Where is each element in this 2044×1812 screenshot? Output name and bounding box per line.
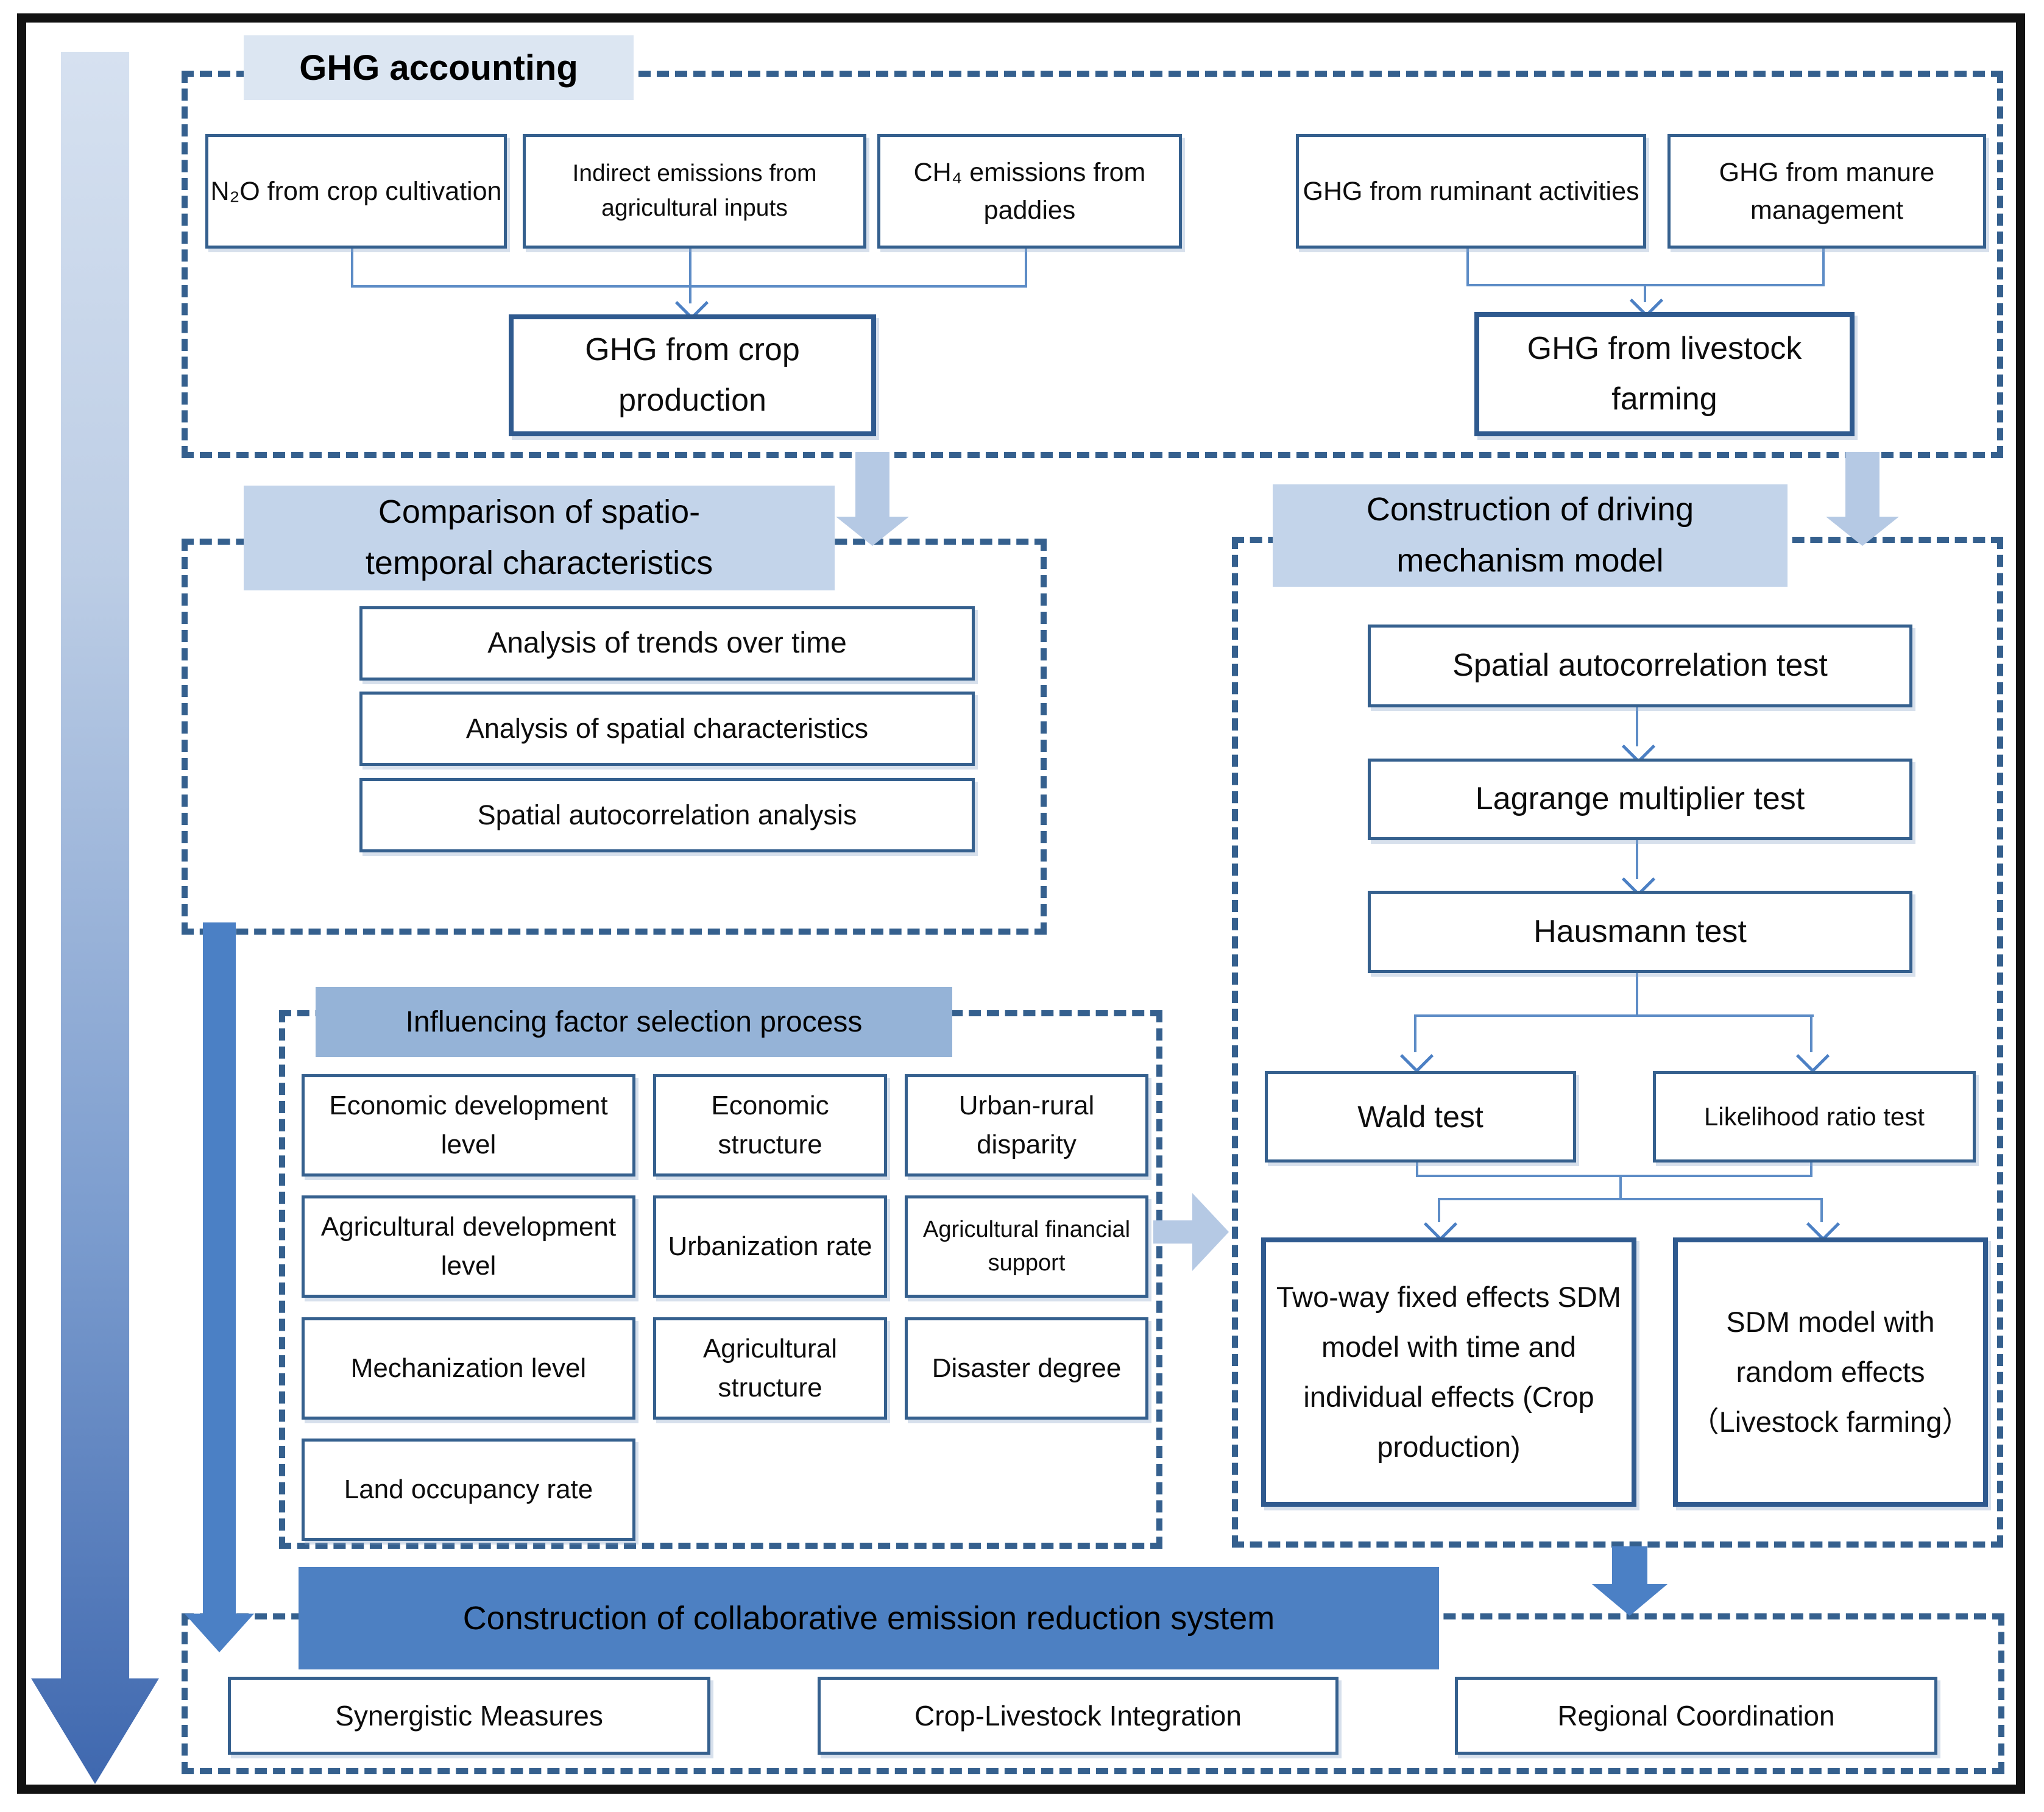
connector-line [1822,242,1825,286]
connector-line [1438,1198,1440,1222]
connector-line [351,242,353,288]
ghg-accounting-title: GHG accounting [244,35,634,100]
box-ghg-manure: GHG from manure management [1667,134,1986,249]
mechanization-level-label: Mechanization level [350,1353,587,1384]
box-wald-test: Wald test [1265,1071,1576,1163]
trend-analysis-label: Analysis of trends over time [487,627,847,660]
collaborative-title: Construction of collaborative emission r… [299,1567,1439,1669]
box-lagrange-multiplier-test: Lagrange multiplier test [1368,759,1912,840]
connector-line [1416,1156,1418,1177]
sdm-fixed-effects-label: Two-way fixed effects SDM model with tim… [1276,1280,1621,1463]
box-ghg-crop-production: GHG from crop production [509,314,876,436]
box-agricultural-structure: Agricultural structure [653,1317,887,1420]
ghg-accounting-title-label: GHG accounting [299,48,578,88]
ghg-crop-production-label: GHG from crop production [585,331,800,418]
agricultural-financial-support-label: Agricultural financial support [922,1216,1131,1276]
comparison-title-line2: temporal characteristics [365,545,713,581]
box-indirect-emissions: Indirect emissions from agricultural inp… [523,134,866,249]
n2o-label: N₂O from crop cultivation [210,176,502,206]
synergistic-measures-label: Synergistic Measures [335,1699,603,1732]
connector-line [689,242,691,303]
box-mechanization-level: Mechanization level [302,1317,635,1420]
connector-line [1810,1014,1812,1052]
connector-line [1644,284,1646,302]
box-crop-livestock-integration: Crop-Livestock Integration [818,1677,1339,1755]
box-n2o-crop-cultivation: N₂O from crop cultivation [205,134,507,249]
box-urbanization-rate: Urbanization rate [653,1195,887,1298]
connector-line [1416,1175,1812,1177]
urban-rural-disparity-label: Urban-rural disparity [958,1091,1095,1159]
box-sdm-random-effects: SDM model with random effects （Livestock… [1673,1237,1988,1507]
wald-test-label: Wald test [1357,1099,1483,1134]
box-economic-development: Economic development level [302,1074,635,1177]
driving-title-line2: mechanism model [1396,542,1664,579]
box-urban-rural-disparity: Urban-rural disparity [905,1074,1148,1177]
sdm-random-effects-label: SDM model with random effects （Livestock… [1690,1305,1971,1439]
influencing-factor-title: Influencing factor selection process [316,987,952,1057]
regional-coordination-label: Regional Coordination [1557,1699,1835,1732]
ruminant-label: GHG from ruminant activities [1303,176,1639,206]
urbanization-rate-label: Urbanization rate [668,1231,872,1262]
economic-development-label: Economic development level [329,1091,608,1159]
box-agricultural-financial-support: Agricultural financial support [905,1195,1148,1298]
agricultural-development-label: Agricultural development level [320,1212,617,1281]
likelihood-ratio-test-label: Likelihood ratio test [1704,1102,1925,1131]
connector-line [1414,1014,1416,1052]
box-ghg-ruminant: GHG from ruminant activities [1296,134,1646,249]
spatial-characteristics-label: Analysis of spatial characteristics [465,713,869,745]
box-likelihood-ratio-test: Likelihood ratio test [1653,1071,1976,1163]
box-regional-coordination: Regional Coordination [1455,1677,1937,1755]
spatial-autocorrelation-test-label: Spatial autocorrelation test [1452,648,1828,684]
box-spatial-autocorrelation-analysis: Spatial autocorrelation analysis [359,778,975,852]
comparison-title-line1: Comparison of spatio- [378,494,701,531]
hausmann-test-label: Hausmann test [1533,913,1747,949]
manure-label: GHG from manure management [1719,157,1935,225]
comparison-title: Comparison of spatio- temporal character… [244,486,835,590]
connector-line [1820,1198,1823,1222]
driving-title-line1: Construction of driving [1366,491,1694,528]
indirect-emissions-label: Indirect emissions from agricultural inp… [572,160,817,221]
ch4-label: CH₄ emissions from paddies [913,157,1146,225]
connector-line [1636,834,1638,879]
box-economic-structure: Economic structure [653,1074,887,1177]
box-agricultural-development: Agricultural development level [302,1195,635,1298]
box-spatial-characteristics: Analysis of spatial characteristics [359,692,975,766]
connector-line [1619,1175,1622,1200]
connector-line [1439,1198,1822,1200]
agricultural-structure-label: Agricultural structure [702,1334,838,1403]
box-synergistic-measures: Synergistic Measures [228,1677,710,1755]
connector-line [1636,701,1638,746]
box-ch4-paddies: CH₄ emissions from paddies [877,134,1182,249]
connector-line [1415,1014,1814,1017]
connector-line [1466,242,1469,286]
spatial-autocorrelation-analysis-label: Spatial autocorrelation analysis [477,799,857,831]
box-ghg-livestock-farming: GHG from livestock farming [1474,312,1855,436]
ghg-livestock-farming-label: GHG from livestock farming [1527,330,1802,417]
collaborative-title-label: Construction of collaborative emission r… [462,1600,1275,1637]
connector-line [1636,967,1638,1017]
land-occupancy-rate-label: Land occupancy rate [344,1474,593,1505]
box-spatial-autocorrelation-test: Spatial autocorrelation test [1368,625,1912,707]
connector-line [1025,242,1027,288]
ghg-accounting-section [182,71,2003,458]
box-hausmann-test: Hausmann test [1368,891,1912,973]
box-disaster-degree: Disaster degree [905,1317,1148,1420]
lagrange-test-label: Lagrange multiplier test [1475,781,1805,817]
influencing-factor-title-label: Influencing factor selection process [405,1006,863,1038]
crop-livestock-integration-label: Crop-Livestock Integration [914,1699,1242,1732]
outer-frame [17,13,2025,1794]
disaster-degree-label: Disaster degree [932,1353,1122,1384]
box-sdm-fixed-effects: Two-way fixed effects SDM model with tim… [1261,1237,1636,1507]
box-land-occupancy-rate: Land occupancy rate [302,1439,635,1541]
box-trend-analysis: Analysis of trends over time [359,606,975,681]
economic-structure-label: Economic structure [711,1091,829,1159]
connector-line [1810,1156,1812,1177]
driving-mechanism-title: Construction of driving mechanism model [1273,484,1788,587]
